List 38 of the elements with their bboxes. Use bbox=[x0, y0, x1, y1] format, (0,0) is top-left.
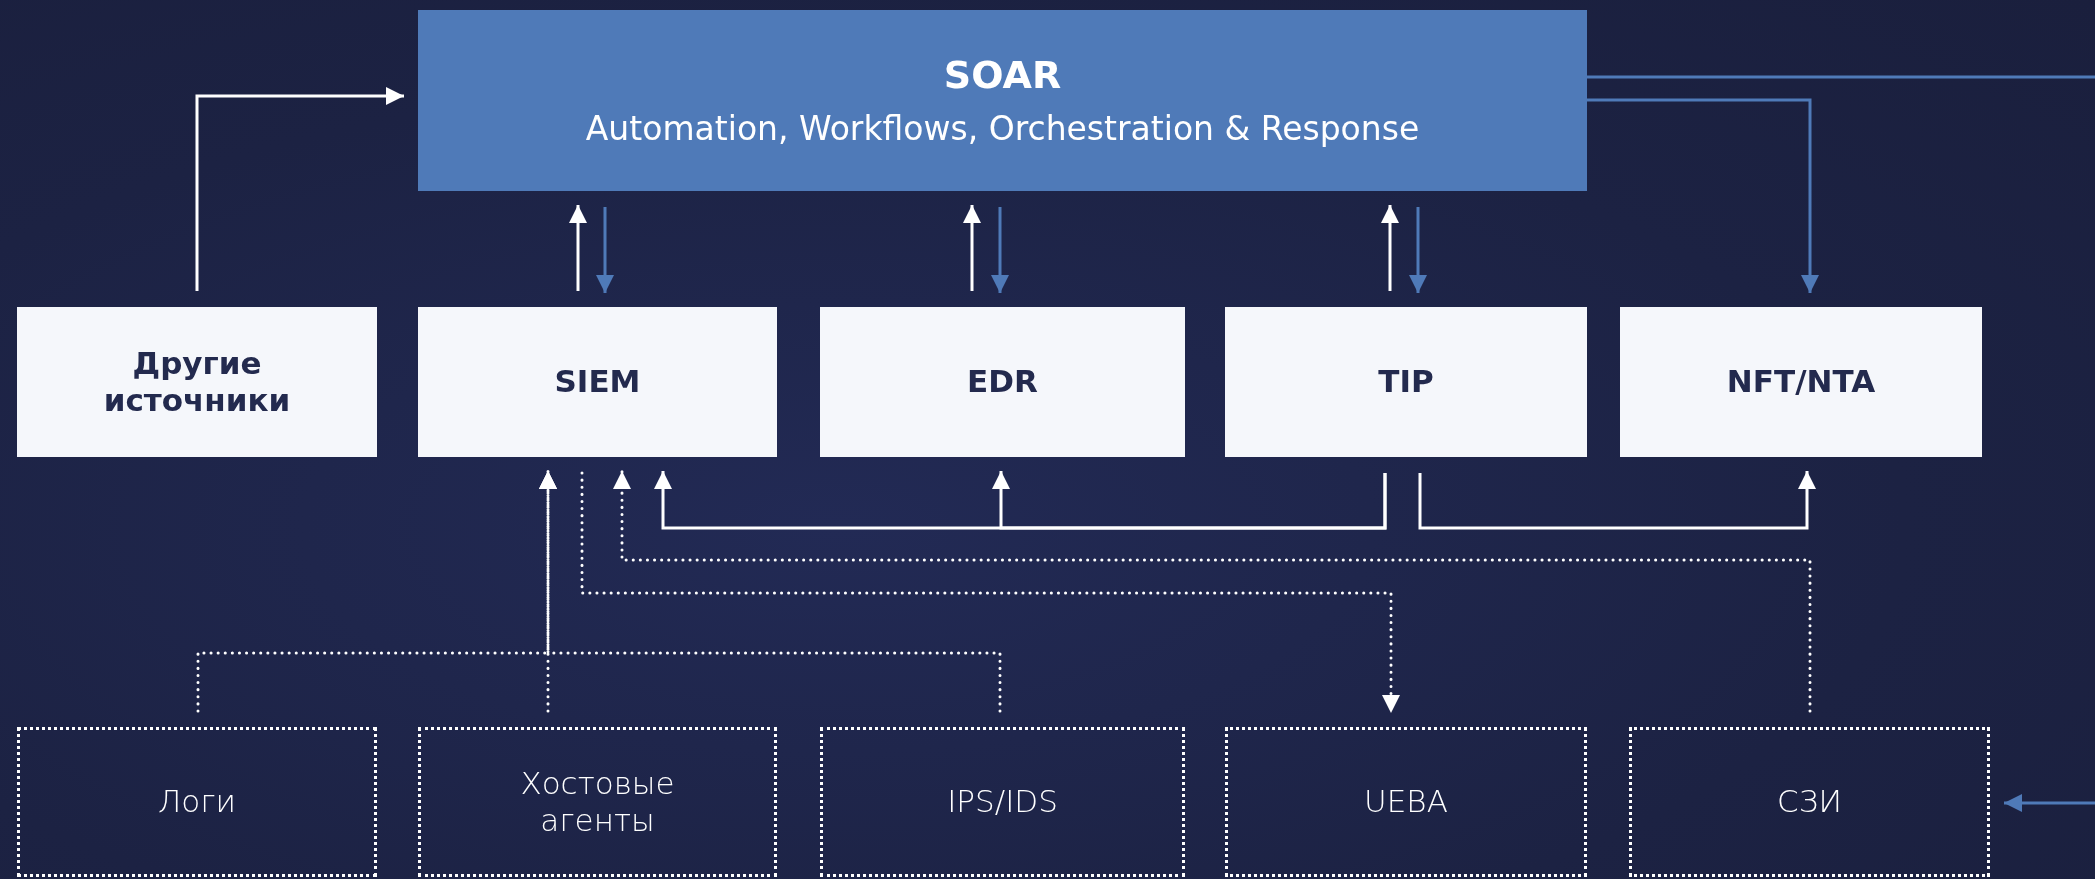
box-label: Другие источники bbox=[102, 344, 292, 420]
source-box bbox=[17, 727, 377, 877]
arrow bbox=[195, 87, 404, 291]
arrow bbox=[963, 205, 981, 291]
arrow bbox=[1418, 471, 1816, 530]
dotted-arrow bbox=[613, 469, 1812, 713]
system-box bbox=[418, 307, 777, 457]
source-box bbox=[1225, 727, 1587, 877]
source-box bbox=[820, 727, 1185, 877]
system-box bbox=[1620, 307, 1982, 457]
box-label: EDR bbox=[966, 363, 1039, 401]
source-box bbox=[1629, 727, 1990, 877]
arrow bbox=[569, 205, 587, 291]
box-label: UEBA bbox=[1363, 783, 1449, 821]
arrow bbox=[1381, 205, 1399, 291]
box-label: IPS/IDS bbox=[946, 783, 1059, 821]
box-label: Логи bbox=[157, 783, 237, 821]
arrow bbox=[1409, 207, 1427, 293]
dotted-arrow bbox=[580, 471, 1400, 715]
system-box bbox=[820, 307, 1185, 457]
box-title: SOAR bbox=[943, 52, 1062, 99]
arrow bbox=[2004, 794, 2095, 812]
arrow bbox=[596, 207, 614, 293]
box-label: SIEM bbox=[553, 363, 642, 401]
arrow bbox=[1587, 98, 1819, 293]
source-box bbox=[418, 727, 777, 877]
box-subtitle: Automation, Workflows, Orchestration & Response bbox=[585, 108, 1420, 149]
arrow bbox=[991, 207, 1009, 293]
box-label: TIP bbox=[1377, 363, 1435, 401]
box-label: Хостовые агенты bbox=[519, 764, 676, 840]
dotted-arrow bbox=[539, 469, 1002, 713]
box-label: СЗИ bbox=[1776, 783, 1843, 821]
connector-line bbox=[1587, 75, 2095, 79]
box-label: NFT/NTA bbox=[1725, 363, 1877, 401]
platform-box bbox=[418, 10, 1587, 191]
arrow bbox=[992, 471, 1387, 530]
system-box bbox=[1225, 307, 1587, 457]
system-box bbox=[17, 307, 377, 457]
